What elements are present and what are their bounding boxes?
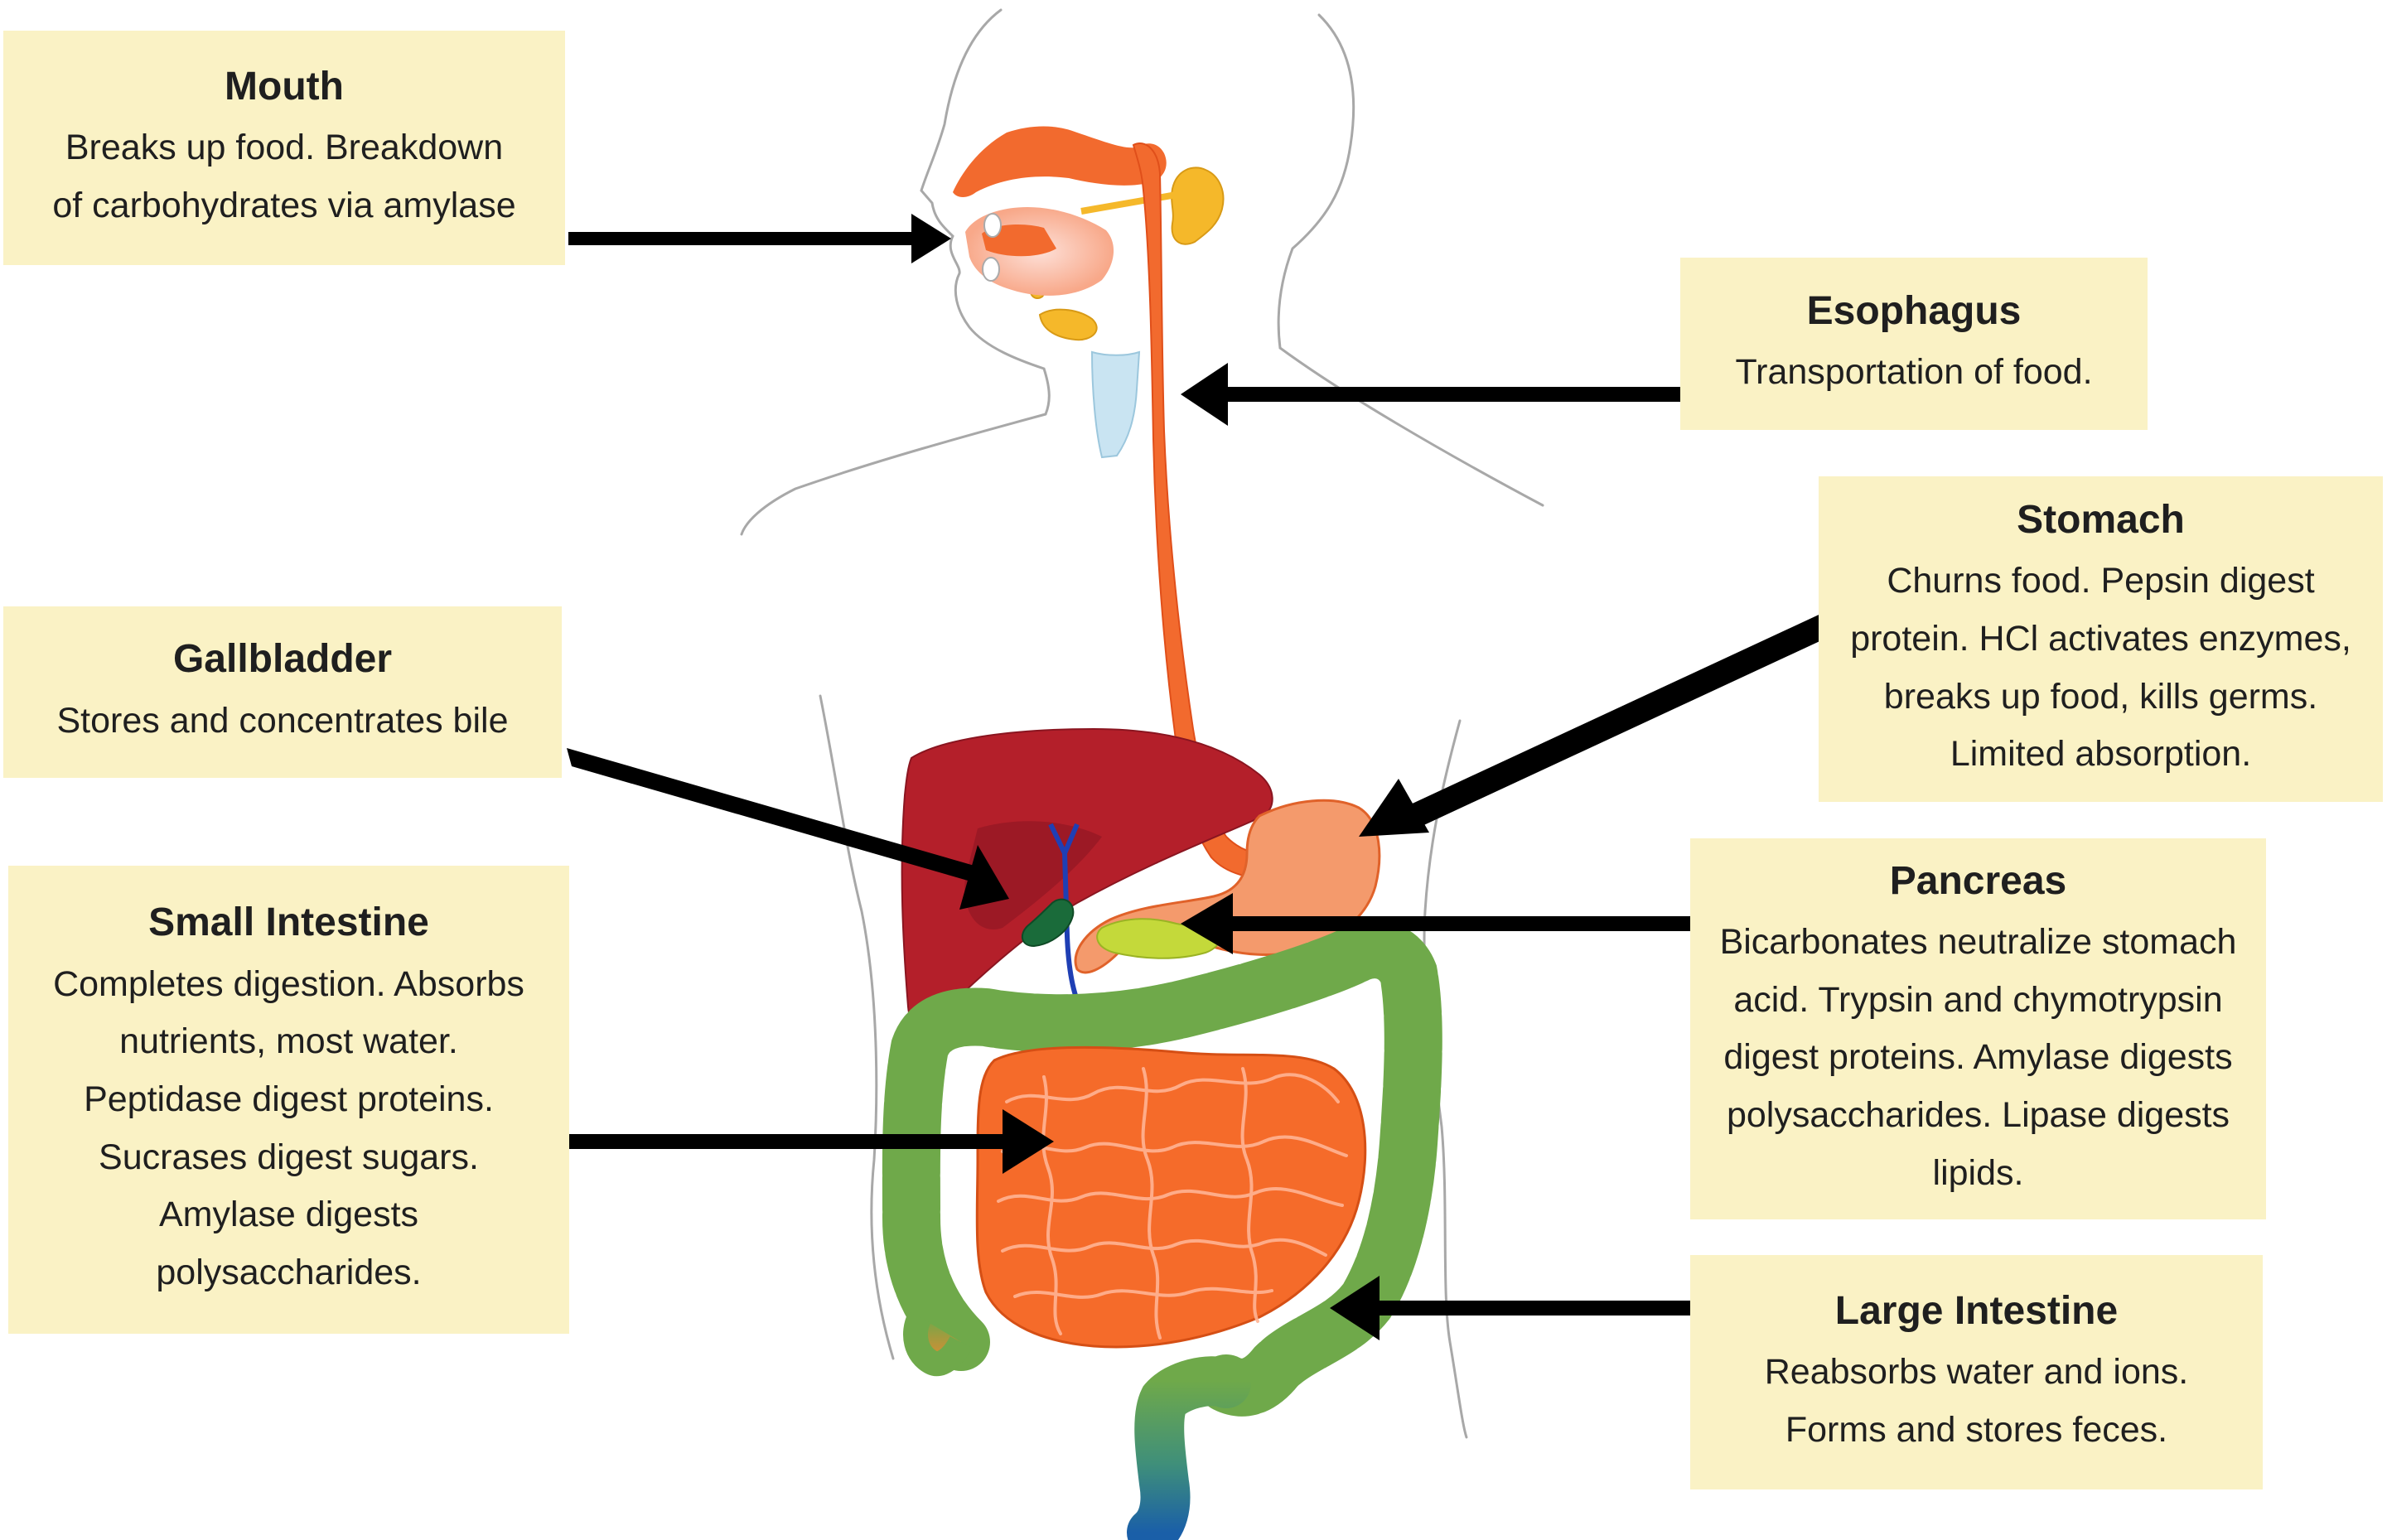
stomach-line: protein. HCl activates enzymes, xyxy=(1850,611,2351,669)
mouth-arrow xyxy=(568,214,951,263)
small-intestine-line: Sucrases digest sugars. xyxy=(53,1129,524,1187)
esophagus-line: Transportation of food. xyxy=(1735,344,2092,402)
mouth-line: Breaks up food. Breakdown xyxy=(52,119,515,177)
small-intestine-label: Small Intestine Completes digestion. Abs… xyxy=(8,866,569,1334)
small-intestine-title: Small Intestine xyxy=(148,897,429,949)
stomach-title: Stomach xyxy=(2017,495,2185,546)
mouth-description: Breaks up food. Breakdown of carbohydrat… xyxy=(52,119,515,234)
pancreas-line: polysaccharides. Lipase digests xyxy=(1720,1087,2237,1145)
esophagus-arrow xyxy=(1181,363,1690,426)
pancreas-line: acid. Trypsin and chymotrypsin xyxy=(1720,972,2237,1030)
pancreas-label: Pancreas Bicarbonates neutralize stomach… xyxy=(1690,838,2266,1219)
pancreas-title: Pancreas xyxy=(1890,856,2067,907)
gallbladder-line: Stores and concentrates bile xyxy=(57,693,509,751)
pancreas-description: Bicarbonates neutralize stomach acid. Tr… xyxy=(1720,914,2237,1202)
pancreas-line: digest proteins. Amylase digests xyxy=(1720,1029,2237,1087)
salivary-duct xyxy=(1081,195,1177,211)
esophagus-description: Transportation of food. xyxy=(1735,344,2092,402)
pancreas-line: Bicarbonates neutralize stomach xyxy=(1720,914,2237,972)
gallbladder-description: Stores and concentrates bile xyxy=(57,693,509,751)
stomach-line: Churns food. Pepsin digest xyxy=(1850,553,2351,611)
small-intestine-line: Amylase digests xyxy=(53,1186,524,1244)
small-intestine-line: Completes digestion. Absorbs xyxy=(53,956,524,1014)
teeth-lower xyxy=(983,258,999,281)
nasal-cavity xyxy=(953,127,1167,198)
small-intestine-description: Completes digestion. Absorbs nutrients, … xyxy=(53,956,524,1302)
stomach-label: Stomach Churns food. Pepsin digest prote… xyxy=(1819,476,2383,802)
stomach-line: breaks up food, kills germs. xyxy=(1850,669,2351,727)
large-intestine-line: Forms and stores feces. xyxy=(1765,1402,2189,1460)
gallbladder-label: Gallbladder Stores and concentrates bile xyxy=(3,606,562,778)
trachea xyxy=(1092,352,1139,457)
large-intestine-description: Reabsorbs water and ions. Forms and stor… xyxy=(1765,1344,2189,1459)
gallbladder-title: Gallbladder xyxy=(173,634,392,685)
mouth-title: Mouth xyxy=(225,61,344,113)
stomach-arrow xyxy=(1359,611,1839,837)
teeth-upper xyxy=(984,214,1001,237)
small-intestine-line: Peptidase digest proteins. xyxy=(53,1071,524,1129)
stomach-description: Churns food. Pepsin digest protein. HCl … xyxy=(1850,553,2351,784)
small-intestine-line: polysaccharides. xyxy=(53,1244,524,1302)
large-intestine-line: Reabsorbs water and ions. xyxy=(1765,1344,2189,1402)
small-intestine-line: nutrients, most water. xyxy=(53,1013,524,1071)
pancreas-line: lipids. xyxy=(1720,1145,2237,1203)
mouth-label: Mouth Breaks up food. Breakdown of carbo… xyxy=(3,31,565,265)
esophagus-label: Esophagus Transportation of food. xyxy=(1680,258,2148,430)
large-intestine-title: Large Intestine xyxy=(1835,1286,2118,1337)
large-intestine-label: Large Intestine Reabsorbs water and ions… xyxy=(1690,1255,2263,1489)
small-intestine xyxy=(977,1047,1365,1347)
mouth-line: of carbohydrates via amylase xyxy=(52,177,515,235)
esophagus-title: Esophagus xyxy=(1807,286,2022,337)
stomach-line: Limited absorption. xyxy=(1850,726,2351,784)
